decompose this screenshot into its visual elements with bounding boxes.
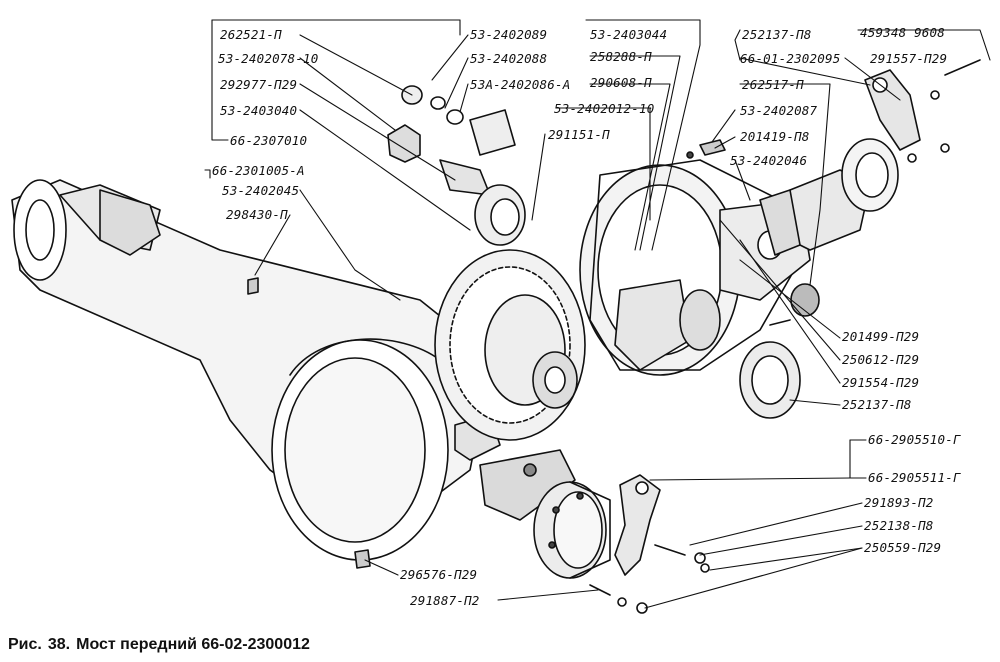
- caption-title: Мост передний 66-02-2300012: [76, 636, 310, 653]
- part-label-296576: 296576-П29: [400, 567, 478, 582]
- steering-arm: [354, 474, 710, 614]
- part-label-291893: 291893-П2: [864, 495, 934, 510]
- part-label-258288: 258288-П: [590, 49, 652, 64]
- part-label-53-2402089: 53-2402089: [470, 27, 548, 42]
- part-label-262517: 262517-П: [742, 77, 804, 92]
- part-label-66-2905510: 66-2905510-Г: [868, 432, 961, 447]
- part-label-250612: 250612-П29: [842, 352, 920, 367]
- figure-caption: Рис. 38. Мост передний 66-02-2300012: [8, 636, 316, 654]
- part-label-66-01-2302095: 66-01-2302095: [740, 51, 841, 66]
- part-label-53-2402045: 53-2402045: [222, 183, 300, 198]
- part-label-252138: 252138-П8: [864, 518, 934, 533]
- part-label-53-2402088: 53-2402088: [470, 51, 548, 66]
- part-label-53-2402012: 53-2402012-10: [554, 101, 655, 116]
- yoke-and-bolts-top-right: [686, 59, 981, 326]
- part-label-53-2402087: 53-2402087: [740, 103, 818, 118]
- part-label-66-2301005: 66-2301005-А: [212, 163, 305, 178]
- ring-gear: [434, 249, 586, 441]
- part-label-291887: 291887-П2: [410, 593, 480, 608]
- part-label-290608: 290608-П: [590, 75, 652, 90]
- part-label-53-2402078: 53-2402078-10: [218, 51, 319, 66]
- part-label-201419: 201419-П8: [740, 129, 810, 144]
- part-label-66-2905511: 66-2905511-Г: [868, 470, 961, 485]
- part-label-53-2403044: 53-2403044: [590, 27, 668, 42]
- small-parts-top-left: [387, 85, 526, 246]
- part-label-252137-top: 252137-П8: [742, 27, 812, 42]
- part-label-201499: 201499-П29: [842, 329, 920, 344]
- bearing-cup-right: [739, 283, 820, 419]
- part-label-66-2307010: 66-2307010: [230, 133, 308, 148]
- part-label-459348: 459348 9608: [860, 25, 945, 40]
- leader-lines: [204, 19, 991, 609]
- axle-housing: [11, 179, 611, 579]
- part-label-252137-bottom: 252137-П8: [842, 397, 912, 412]
- part-label-292977: 292977-П29: [220, 77, 298, 92]
- part-label-53-2402046: 53-2402046: [730, 153, 808, 168]
- part-label-291151: 291151-П: [548, 127, 610, 142]
- part-label-262521: 262521-П: [220, 27, 282, 42]
- part-label-291557: 291557-П29: [870, 51, 948, 66]
- part-label-291554: 291554-П29: [842, 375, 920, 390]
- part-label-298430: 298430-П: [226, 207, 288, 222]
- part-label-250559: 250559-П29: [864, 540, 942, 555]
- part-label-53A-2402086: 53А-2402086-А: [470, 77, 571, 92]
- caption-prefix: Рис.: [8, 636, 42, 653]
- pinion-flange: [759, 138, 899, 256]
- caption-number: 38.: [47, 636, 71, 653]
- part-label-53-2403040: 53-2403040: [220, 103, 298, 118]
